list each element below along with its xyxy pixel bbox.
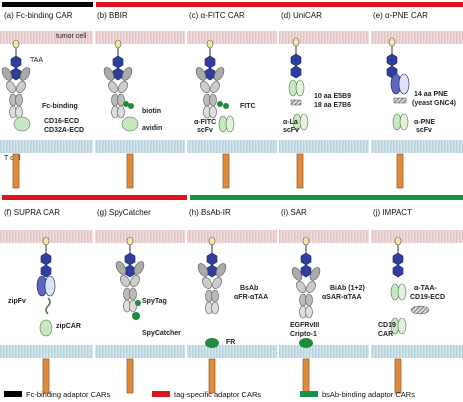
label-e-apne: α-PNE bbox=[414, 119, 435, 126]
panel-d-graphic bbox=[288, 37, 309, 189]
label-d-scfv: scFv bbox=[283, 127, 299, 134]
label-i-biab: BiAb (1+2) bbox=[330, 285, 365, 292]
label-f-zipcar: zipCAR bbox=[56, 323, 81, 330]
panel-title-h: (h) BsAb-IR bbox=[189, 208, 231, 217]
legend: Fc-binding adaptor CARs tag-specific ada… bbox=[4, 390, 415, 399]
group-bar-tag2 bbox=[2, 195, 187, 200]
label-a-taa: TAA bbox=[30, 57, 43, 64]
label-c-scfv: scFv bbox=[197, 127, 213, 134]
tumor-cell-label: tumor cell bbox=[56, 33, 87, 40]
label-h-frtaa: αFR-αTAA bbox=[234, 294, 268, 301]
label-i-cripto: Cripto-1 bbox=[290, 331, 317, 338]
panel-title-f: (f) SUPRA CAR bbox=[4, 208, 60, 217]
panel-h-graphic bbox=[195, 236, 229, 394]
legend-label-bsab: bsAb-binding adaptor CARs bbox=[322, 390, 415, 399]
label-e-pne: 14 aa PNE bbox=[414, 91, 448, 98]
panel-j-graphic bbox=[390, 236, 430, 394]
panel-title-d: (d) UniCAR bbox=[281, 11, 322, 20]
label-b-biotin: biotin bbox=[142, 108, 161, 115]
label-c-afitc: α-FITC bbox=[194, 119, 216, 126]
t-cell-label: T cell bbox=[4, 155, 21, 162]
label-i-sartaa: αSAR-αTAA bbox=[322, 294, 362, 301]
label-e-gnc4: (yeast GNC4) bbox=[412, 100, 456, 107]
legend-swatch-fc bbox=[4, 391, 22, 397]
label-j-cd19: CD19 bbox=[378, 322, 396, 329]
label-h-fr: FR bbox=[226, 339, 235, 346]
panel-title-e: (e) α-PNE CAR bbox=[373, 11, 428, 20]
label-a-cd16: CD16-ECD bbox=[44, 118, 79, 125]
legend-swatch-bsab bbox=[300, 391, 318, 397]
t-cell-membrane-row1 bbox=[0, 140, 463, 153]
label-e-scfv: scFv bbox=[416, 127, 432, 134]
label-d-e7b6: 18 aa E7B6 bbox=[314, 102, 351, 109]
panel-title-b: (b) BBIR bbox=[97, 11, 128, 20]
group-bar-bsab bbox=[190, 195, 463, 200]
t-cell-membrane-row2 bbox=[0, 345, 463, 358]
panel-title-g: (g) SpyCatcher bbox=[97, 208, 151, 217]
group-bar-tag bbox=[96, 2, 463, 7]
label-d-ala: α-La bbox=[283, 119, 298, 126]
label-f-zipfv: zipFv bbox=[8, 298, 26, 305]
legend-swatch-tag bbox=[152, 391, 170, 397]
panel-b-graphic bbox=[101, 39, 139, 189]
label-g-spytag: SpyTag bbox=[142, 298, 167, 305]
legend-label-tag: tag-specific adaptor CARs bbox=[174, 390, 261, 399]
panel-i-graphic bbox=[289, 236, 323, 394]
panel-title-c: (c) α-FITC CAR bbox=[189, 11, 245, 20]
label-i-egfr: EGFRvIII bbox=[290, 322, 319, 329]
legend-label-fc: Fc-binding adaptor CARs bbox=[26, 390, 110, 399]
panel-a-graphic bbox=[0, 39, 33, 189]
tumor-membrane-row2 bbox=[0, 230, 463, 243]
group-bar-fc bbox=[2, 2, 93, 7]
label-j-car: CAR bbox=[378, 331, 393, 338]
panel-g-graphic bbox=[113, 236, 147, 394]
label-j-ataa: α-TAA- bbox=[414, 285, 438, 292]
label-d-e5b9: 10 aa E5B9 bbox=[314, 93, 351, 100]
panel-c-graphic bbox=[193, 39, 235, 189]
panel-title-j: (j) IMPACT bbox=[373, 208, 412, 217]
panel-title-a: (a) Fc-binding CAR bbox=[4, 11, 73, 20]
panel-title-i: (i) SAR bbox=[281, 208, 307, 217]
label-j-cd19ecd: CD19-ECD bbox=[410, 294, 445, 301]
panel-e-graphic bbox=[386, 37, 410, 189]
panel-f-graphic bbox=[36, 236, 56, 394]
label-a-fc: Fc-binding bbox=[42, 103, 78, 110]
label-b-avidin: avidin bbox=[142, 125, 162, 132]
label-h-bsab: BsAb bbox=[240, 285, 258, 292]
label-c-fitc: FITC bbox=[240, 103, 256, 110]
label-g-spycatcher: SpyCatcher bbox=[142, 330, 181, 337]
label-a-cd32: CD32A-ECD bbox=[44, 127, 84, 134]
